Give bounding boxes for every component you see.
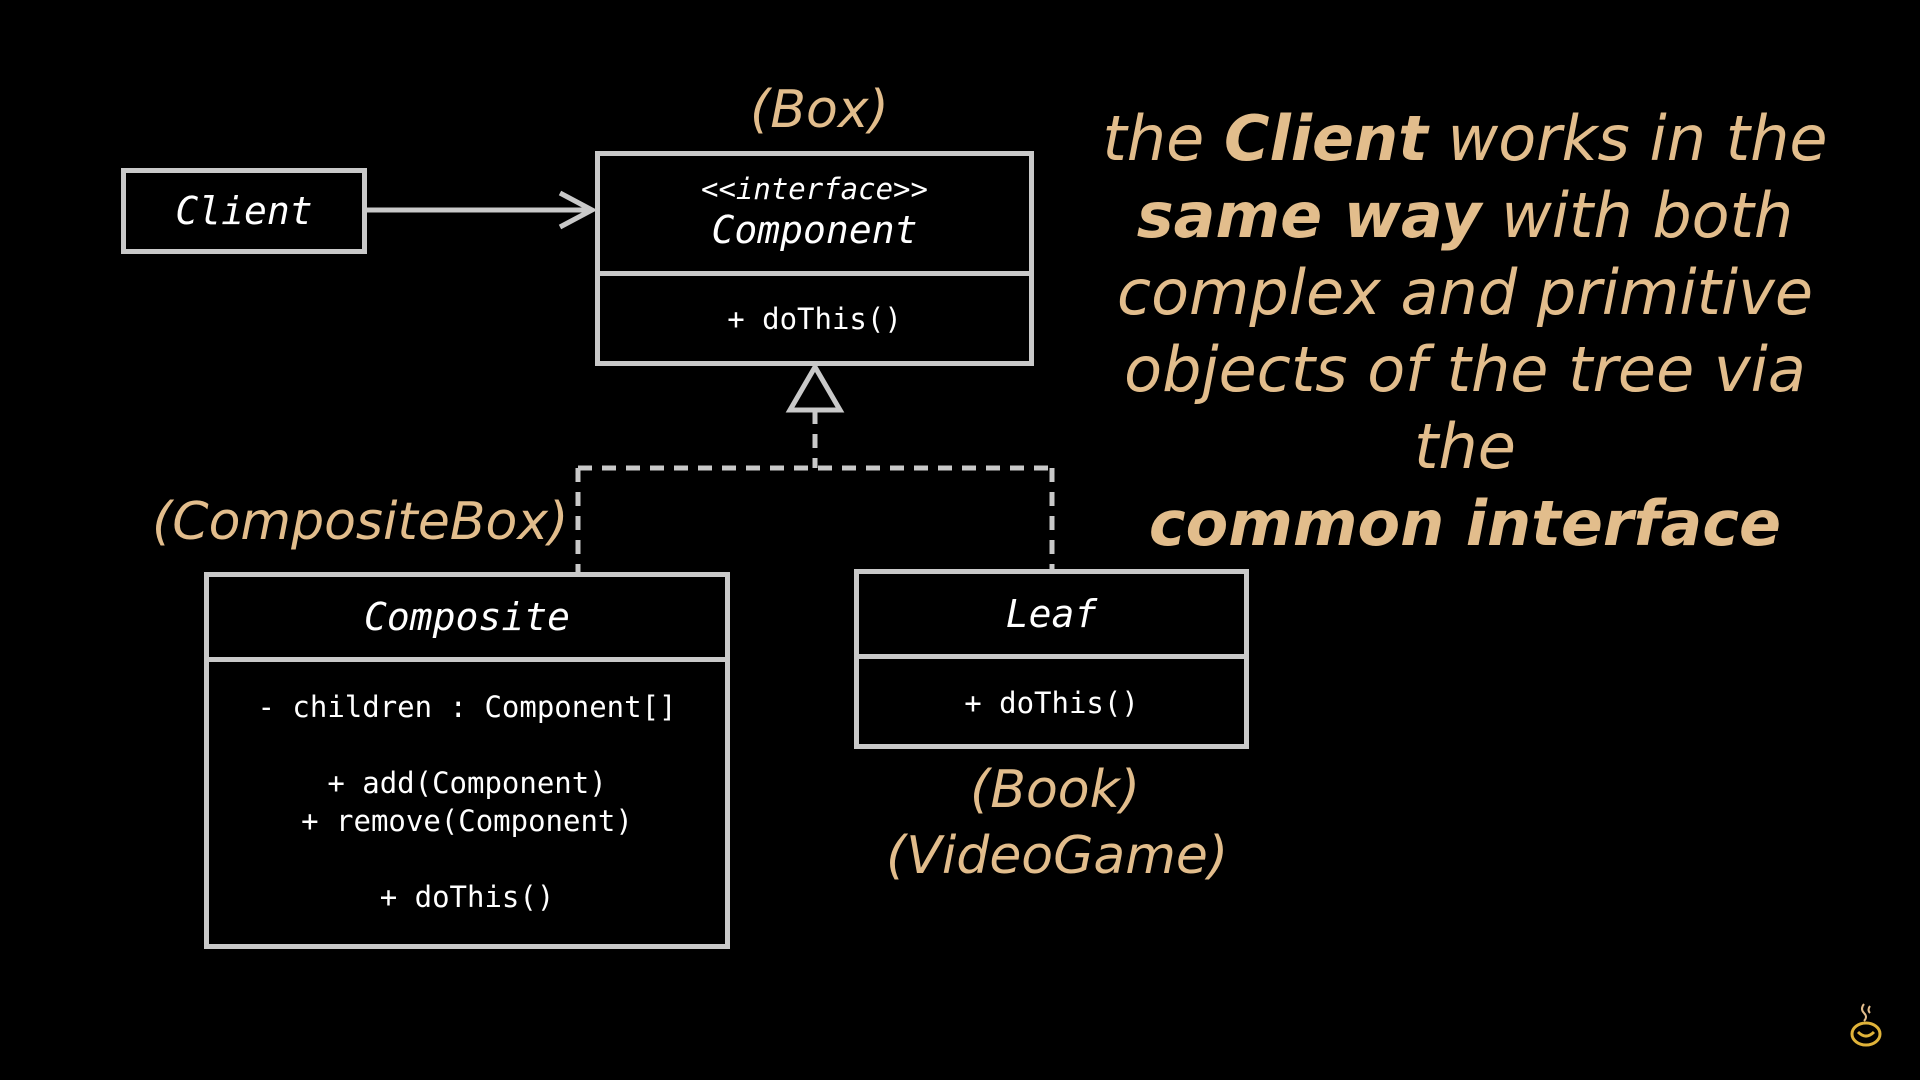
composite-members: - children : Component[] + add(Component… [209,657,725,916]
caption-line-5: common interface [1085,485,1845,562]
realization-triangle [785,362,845,413]
composite-method-add: + add(Component) [327,766,607,800]
caption-text: works in the [1427,102,1828,175]
caption-emphasis-client: Client [1223,102,1428,175]
caption-line-1: the Client works in the [1085,100,1845,177]
component-methods: + doThis() [600,271,1029,338]
component-stereotype: <<interface>> [701,172,928,206]
leaf-label-book: (Book) [970,760,1140,820]
caption-text: with both [1481,179,1794,252]
explanation-caption: the Client works in the same way with bo… [1085,100,1845,562]
component-label: (Box) [750,80,889,140]
association-arrowhead [558,190,598,230]
composite-header: Composite [209,577,725,657]
leaf-box: Leaf + doThis() [854,569,1249,749]
composite-method-dothis: + doThis() [379,880,555,914]
caption-line-4: objects of the tree via the [1124,333,1806,483]
caption-line-2: same way with both [1085,177,1845,254]
leaf-method: + doThis() [964,686,1139,720]
cooking-pot-logo-icon [1850,1003,1882,1047]
client-name: Client [175,189,313,233]
caption-line-3: complex and primitive [1117,256,1813,329]
leaf-methods: + doThis() [859,654,1244,722]
leaf-header: Leaf [859,574,1244,654]
composite-box: Composite - children : Component[] + add… [204,572,730,949]
component-header: <<interface>> Component [600,156,1029,271]
component-name: Component [711,208,918,252]
composite-label: (CompositeBox) [152,492,569,552]
caption-text: the [1102,102,1224,175]
composite-field: - children : Component[] [257,690,677,724]
client-box: Client [121,168,367,254]
caption-emphasis-common-interface: common interface [1148,487,1782,560]
component-box: <<interface>> Component + doThis() [595,151,1034,366]
component-method: + doThis() [727,302,902,336]
caption-emphasis-same-way: same way [1136,179,1482,252]
leaf-name: Leaf [1005,592,1098,636]
leaf-label-videogame: (VideoGame) [886,826,1229,886]
composite-name: Composite [364,595,570,639]
composite-method-remove: + remove(Component) [301,804,633,838]
